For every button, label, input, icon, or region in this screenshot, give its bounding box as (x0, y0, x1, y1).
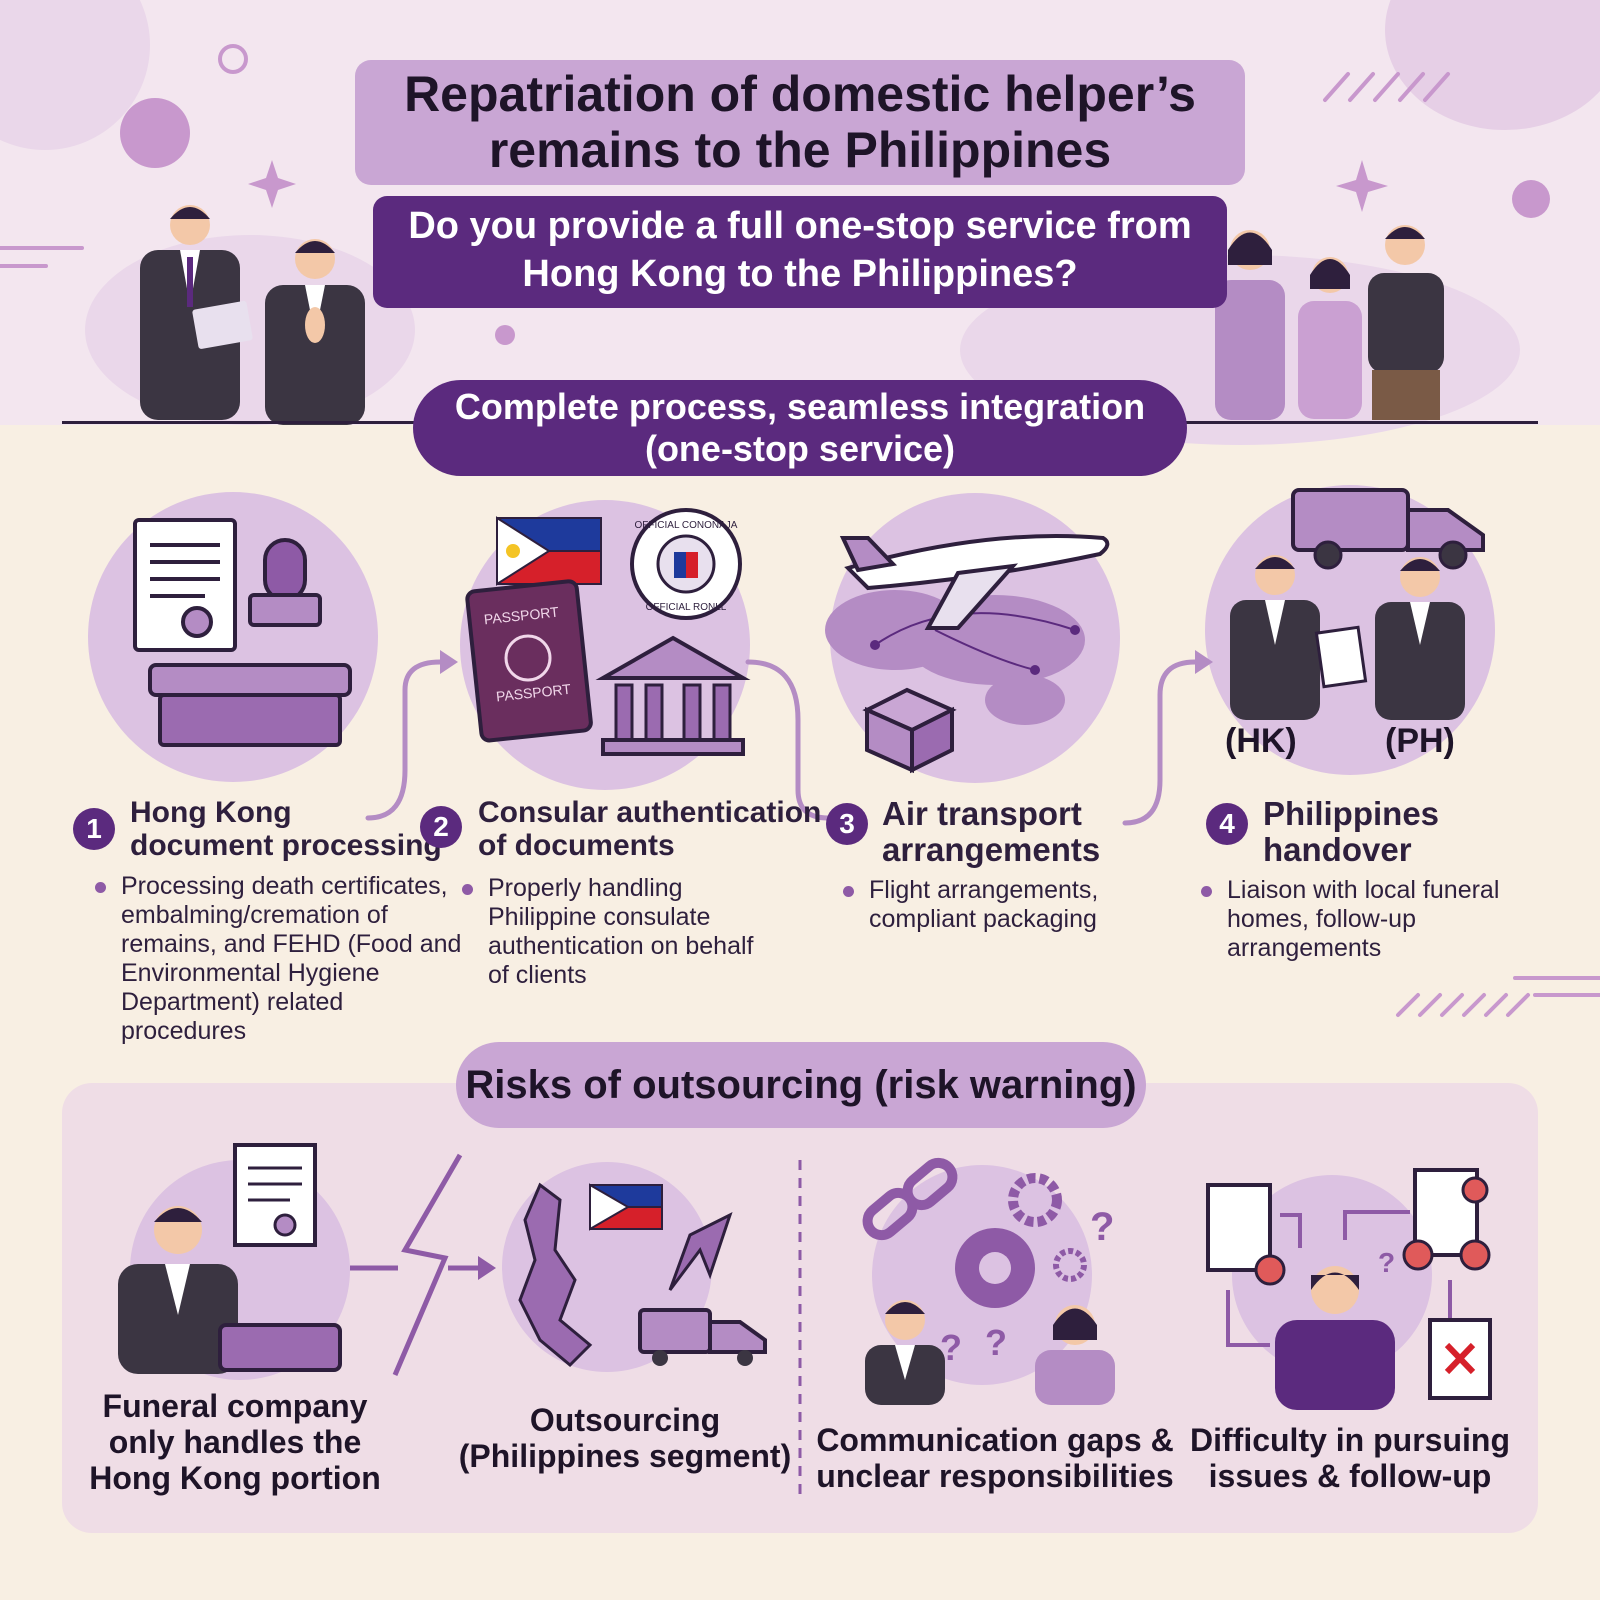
step-desc-line: Flight arrangements, (869, 876, 1099, 904)
step-title-line: Philippines (1263, 795, 1440, 832)
step-desc-line: Environmental Hygiene (121, 959, 380, 987)
funeral-staff-illustration (140, 205, 365, 425)
communication-gap-icon: ? ? ? (862, 1157, 1115, 1405)
title-box (355, 60, 1245, 185)
step-3-description: Flight arrangements, compliant packaging (842, 876, 1099, 934)
decor-sparkles (0, 72, 1450, 268)
risk-2-label: Outsourcing (Philippines segment) (455, 1402, 795, 1474)
question-line: Do you provide a full one-stop service f… (408, 205, 1192, 247)
family-illustration (1215, 225, 1444, 420)
step-1-title: Hong Kong document processing (130, 796, 442, 862)
risk-3-label: Communication gaps & unclear responsibil… (810, 1422, 1180, 1494)
risk-4-label: Difficulty in pursuing issues & follow-u… (1180, 1422, 1520, 1494)
risk-label-line: Hong Kong portion (89, 1460, 381, 1496)
process-heading: Complete process, seamless integration (… (413, 386, 1187, 470)
risk-1-label: Funeral company only handles the Hong Ko… (80, 1388, 390, 1496)
step-2-description: Properly handling Philippine consulate a… (462, 874, 754, 990)
consulate-building-icon (595, 635, 751, 756)
decor-dot (495, 325, 515, 345)
step-desc-line: Liaison with local funeral (1227, 876, 1500, 904)
step-desc-line: arrangements (1227, 934, 1382, 962)
consulate-seal-icon: OFFICIAL CONONAJA OFFICIAL RONLL (630, 508, 742, 620)
step-desc-line: Processing death certificates, (121, 872, 448, 900)
airplane-icon (839, 534, 1110, 630)
handover-illustration (1230, 555, 1465, 720)
question-line: Hong Kong to the Philippines? (522, 253, 1078, 295)
hearse-icon (1291, 488, 1485, 570)
passport-icon: PASSPORT PASSPORT (465, 579, 593, 743)
step-desc-line: compliant packaging (869, 905, 1097, 933)
coffin-icon (148, 663, 352, 747)
step-desc-line: authentication on behalf (488, 932, 754, 960)
risk-label-line: unclear responsibilities (816, 1458, 1174, 1494)
step-title-line: handover (1263, 831, 1412, 868)
risk-label-line: only handles the (108, 1424, 362, 1460)
risk-label-line: Difficulty in pursuing (1190, 1422, 1510, 1458)
title-line: remains to the Philippines (488, 122, 1112, 178)
philippine-flag-icon (496, 516, 602, 586)
cargo-box-icon (862, 687, 957, 774)
step-title-line: Air transport (882, 795, 1082, 832)
step-desc-line: Philippine consulate (488, 903, 711, 931)
step-title-line: Hong Kong (130, 796, 292, 829)
hk-label: (HK) (1225, 722, 1297, 760)
question-text: Do you provide a full one-stop service f… (373, 202, 1227, 298)
risk-label-line: Funeral company (102, 1388, 368, 1424)
ph-label: (PH) (1385, 722, 1455, 760)
step-desc-line: Department) related (121, 988, 344, 1016)
risk-label-line: (Philippines segment) (458, 1438, 792, 1474)
title-line: Repatriation of domestic helper’s (404, 66, 1196, 122)
step-desc-line: of clients (488, 961, 587, 989)
step-1-number: 1 (73, 808, 115, 850)
step-desc-line: remains, and FEHD (Food and (121, 930, 462, 958)
process-heading-line: Complete process, seamless integration (454, 386, 1146, 427)
svg-text:?: ? (985, 1322, 1007, 1363)
svg-text:?: ? (940, 1327, 962, 1368)
document-stamp-icon (133, 518, 322, 652)
funeral-agent-icon (118, 1143, 342, 1374)
passport-text: PASSPORT (495, 681, 572, 705)
step-desc-line: embalming/cremation of (121, 901, 388, 929)
risk-label-line: Outsourcing (529, 1402, 721, 1438)
decor-dot (1512, 180, 1550, 218)
step-1-description: Processing death certificates, embalming… (94, 872, 462, 1046)
process-heading-line: (one-stop service) (644, 428, 956, 469)
step-2-title: Consular authentication of documents (478, 796, 821, 862)
step-desc-line: procedures (121, 1017, 247, 1045)
seal-top-text: OFFICIAL CONONAJA (635, 520, 738, 531)
step-3-number: 3 (826, 803, 868, 845)
passport-text: PASSPORT (483, 604, 560, 628)
decor-ring (218, 44, 248, 74)
step-title-line: document processing (130, 829, 442, 862)
risk-heading: Risks of outsourcing (risk warning) (465, 1063, 1137, 1107)
follow-up-difficulty-icon: ? (1206, 1168, 1492, 1410)
process-heading-pill (413, 380, 1187, 476)
risk-heading-pill (456, 1042, 1146, 1128)
risk-label-line: Communication gaps & (816, 1422, 1174, 1458)
page-title: Repatriation of domestic helper’s remain… (355, 66, 1245, 178)
svg-text:?: ? (1378, 1247, 1395, 1278)
step-title-line: Consular authentication (478, 796, 822, 829)
svg-text:?: ? (1090, 1205, 1114, 1249)
broken-link-icon (350, 1153, 478, 1376)
step-title-line: of documents (478, 829, 675, 862)
step-4-number: 4 (1206, 803, 1248, 845)
step-4-title: Philippines handover (1263, 796, 1439, 868)
step-3-title: Air transport arrangements (882, 796, 1100, 868)
step-desc-line: homes, follow-up (1227, 905, 1416, 933)
flow-arrows (365, 650, 1600, 1017)
risk-label-line: issues & follow-up (1208, 1458, 1492, 1494)
decor-dot (120, 98, 190, 168)
seal-bottom-text: OFFICIAL RONLL (646, 602, 727, 613)
step-title-line: arrangements (882, 831, 1101, 868)
step-desc-line: Properly handling (488, 874, 683, 902)
step-4-description: Liaison with local funeral homes, follow… (1200, 876, 1500, 963)
question-box (373, 196, 1227, 308)
philippines-map-icon (518, 1182, 767, 1368)
step-2-number: 2 (420, 806, 462, 848)
